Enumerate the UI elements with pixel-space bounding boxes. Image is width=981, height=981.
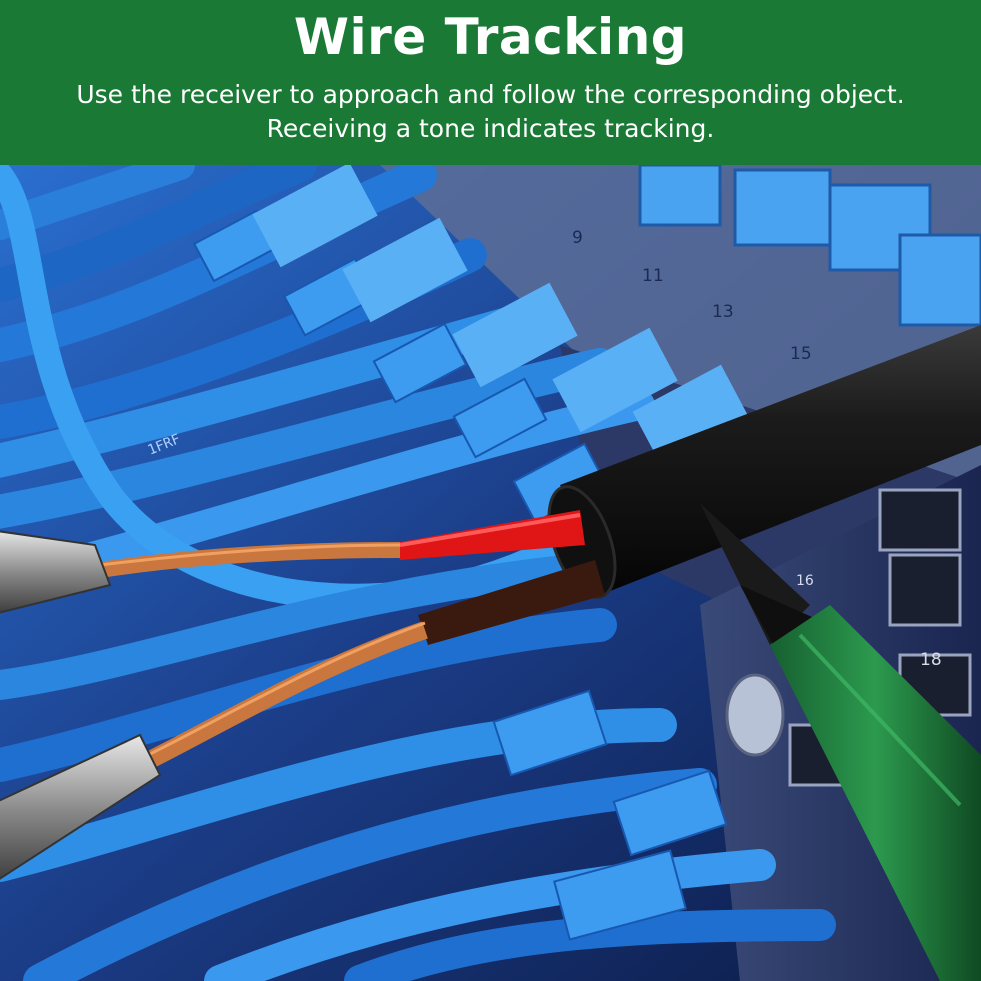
port-number-11: 11 bbox=[642, 266, 664, 286]
red-wire bbox=[98, 510, 585, 578]
page-title: Wire Tracking bbox=[293, 8, 688, 66]
subtitle-line-1: Use the receiver to approach and follow … bbox=[76, 80, 905, 109]
port-number-15: 15 bbox=[790, 344, 812, 364]
header-banner: Wire Tracking Use the receiver to approa… bbox=[0, 0, 981, 165]
port-number-18: 18 bbox=[920, 650, 942, 670]
alligator-clip-bottom bbox=[0, 733, 162, 880]
brown-wire bbox=[135, 560, 605, 774]
port-number-13: 13 bbox=[712, 302, 734, 322]
port-number-16: 16 bbox=[796, 573, 814, 589]
receiver-probe bbox=[700, 503, 981, 981]
rj45-connectors bbox=[192, 165, 748, 941]
alligator-clip-top bbox=[0, 530, 112, 614]
subtitle-line-2: Receiving a tone indicates tracking. bbox=[266, 114, 715, 143]
network-cables-photo: 9 11 13 15 18 16 bbox=[0, 165, 981, 981]
thumbscrew bbox=[725, 673, 785, 757]
port-number-9: 9 bbox=[572, 228, 583, 248]
